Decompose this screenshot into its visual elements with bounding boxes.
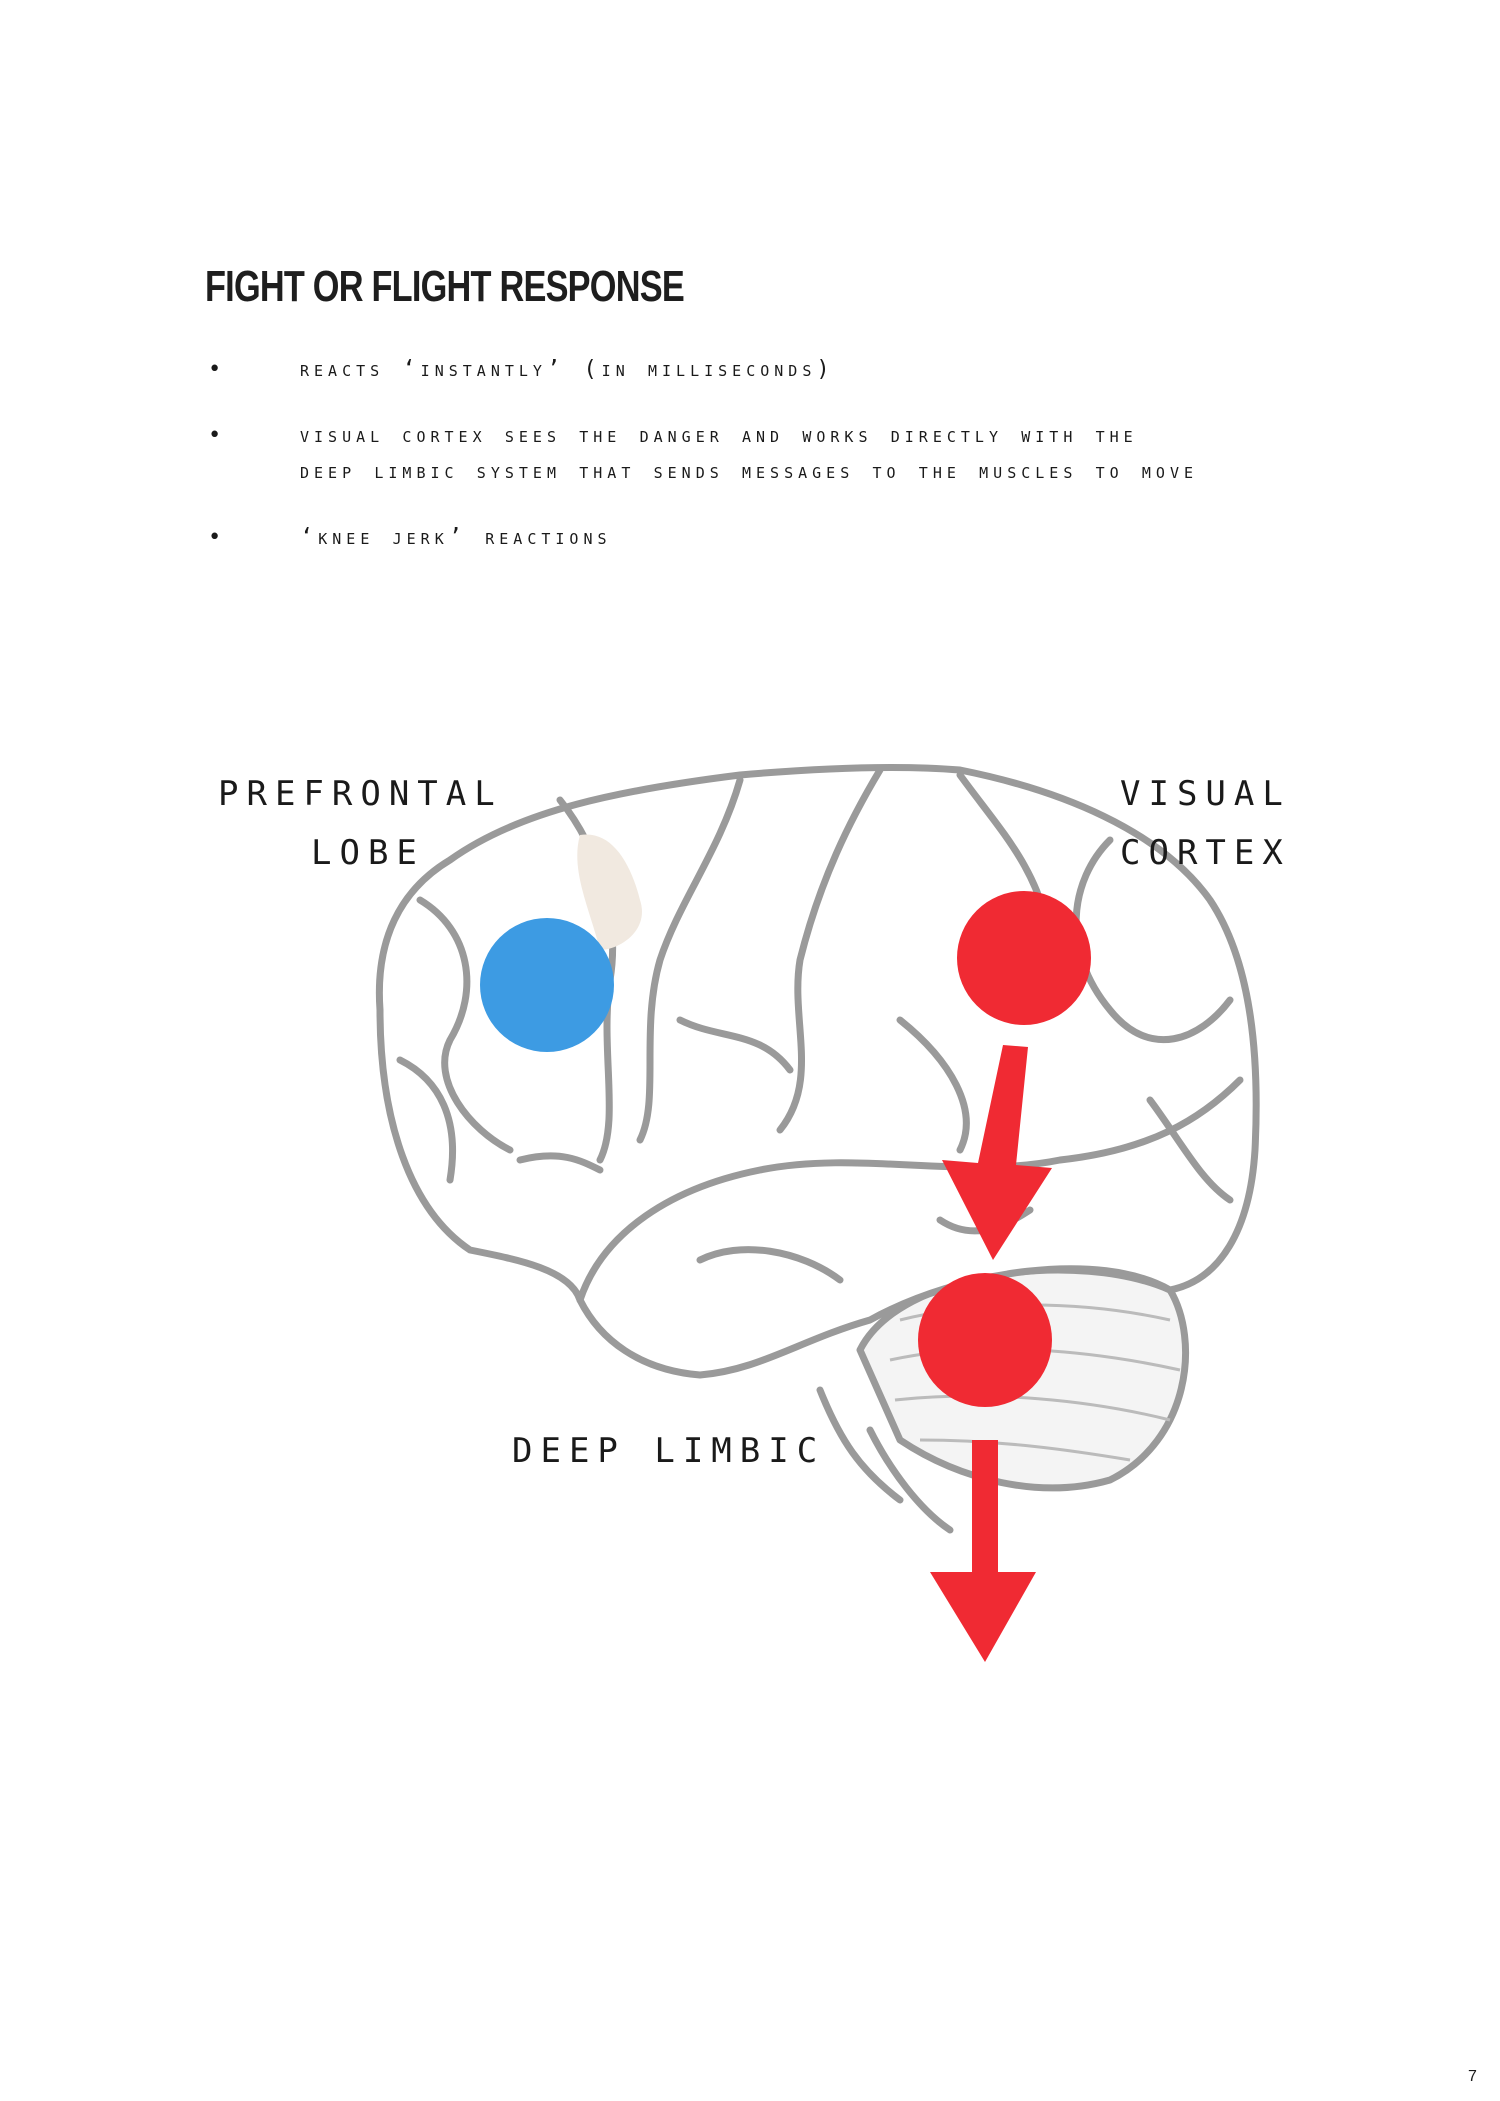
visual-cortex-label: VISUAL (1120, 774, 1291, 814)
list-item: •‘Knee jerk’ reactions (208, 520, 1308, 556)
bullet-icon: • (208, 423, 227, 448)
visual-cortex-label: CORTEX (1120, 833, 1291, 873)
page-number: 7 (1468, 2068, 1477, 2085)
arrow-down-icon (930, 1440, 1036, 1662)
brain-outline (375, 764, 1260, 1534)
bullet-icon: • (208, 357, 227, 382)
list-item: •Visual cortex sees the danger and works… (208, 418, 1308, 490)
prefrontal-marker (480, 918, 614, 1052)
bullet-icon: • (208, 525, 227, 550)
deep-limbic-label: DEEP LIMBIC (512, 1431, 826, 1471)
prefrontal-label: LOBE (311, 833, 425, 873)
list-item: •Reacts ‘instantly’ (in milliseconds) (208, 352, 1308, 388)
page-title: FIGHT OR FLIGHT RESPONSE (205, 262, 685, 311)
highlight-region (577, 834, 642, 950)
visual-cortex-marker (957, 891, 1091, 1025)
bullet-list: •Reacts ‘instantly’ (in milliseconds) •V… (208, 352, 1308, 586)
arrow-down-icon (942, 1045, 1052, 1260)
deep-limbic-marker (918, 1273, 1052, 1407)
prefrontal-label: PREFRONTAL (218, 774, 503, 814)
